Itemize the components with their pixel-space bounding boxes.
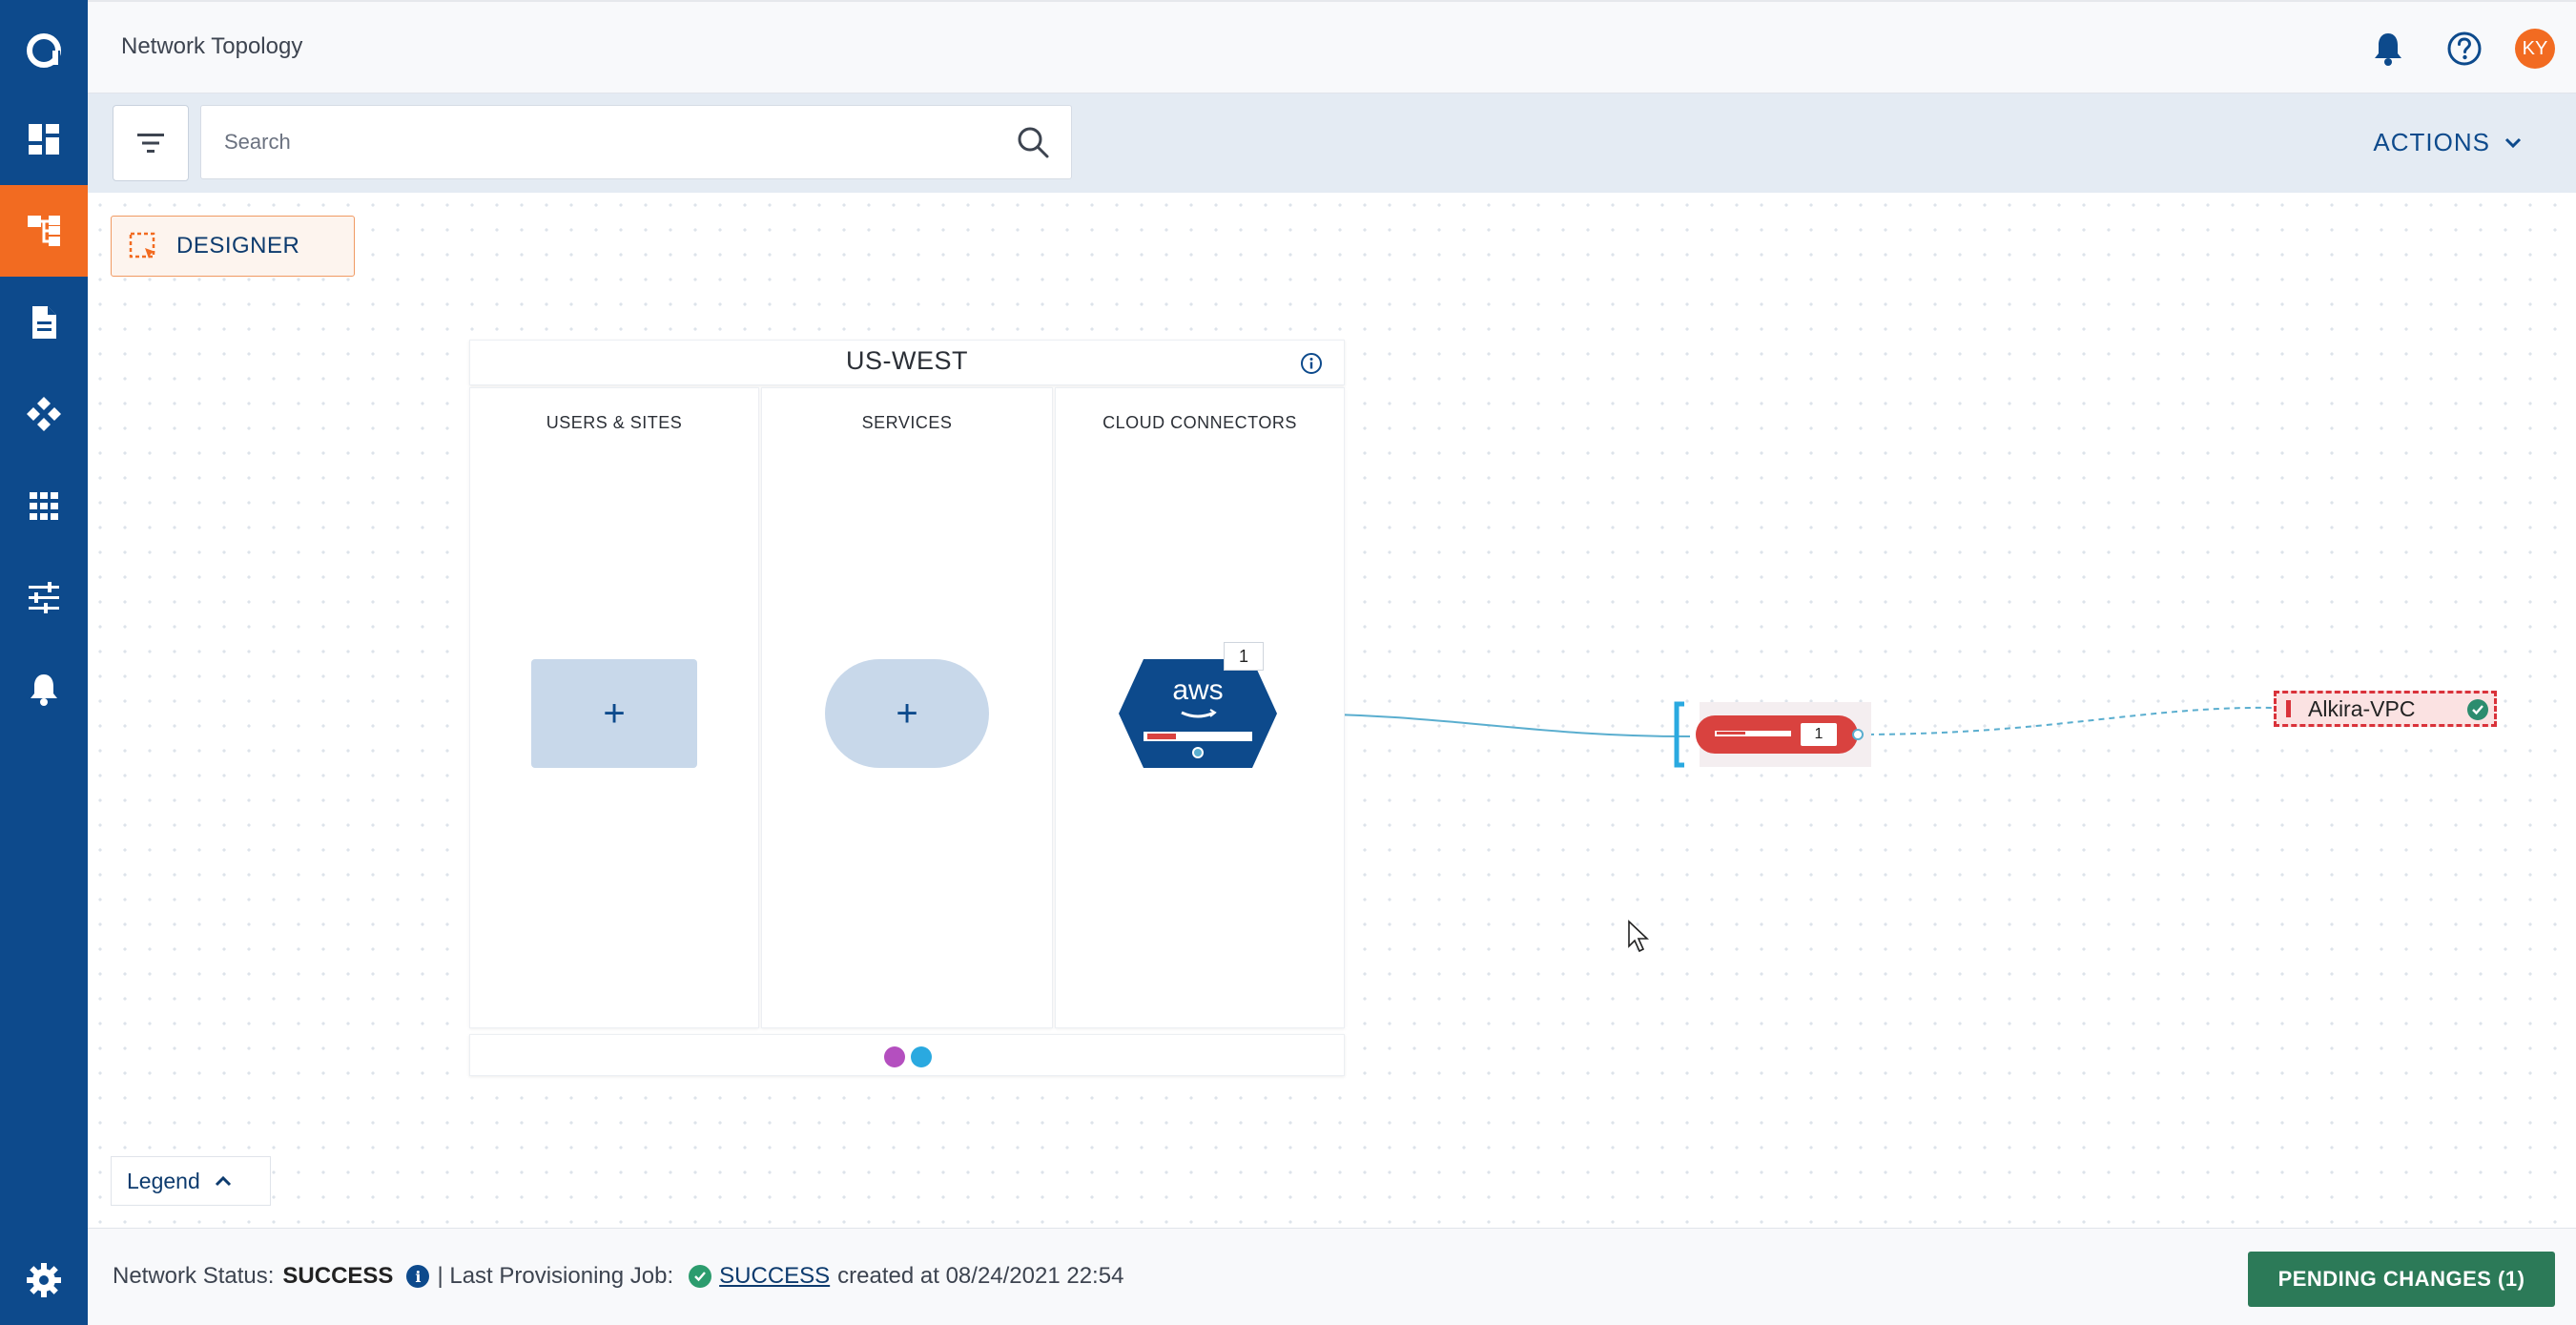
- column-cloud-connectors: CLOUD CONNECTORS aws 1: [1055, 387, 1345, 1028]
- chevron-down-icon: [2504, 137, 2522, 148]
- help-icon: [2447, 31, 2482, 66]
- pending-changes-button[interactable]: PENDING CHANGES (1): [2248, 1252, 2555, 1307]
- aws-logo: aws: [1172, 674, 1224, 706]
- designer-button[interactable]: DESIGNER: [111, 216, 355, 277]
- search-icon[interactable]: [1016, 125, 1050, 159]
- node-count-badge: 1: [1801, 723, 1837, 746]
- legend-toggle[interactable]: Legend: [111, 1156, 271, 1206]
- sidebar-item-apps[interactable]: [0, 460, 88, 551]
- last-job-label: | Last Provisioning Job:: [437, 1263, 674, 1289]
- search-input[interactable]: [201, 106, 1012, 178]
- notifications-button[interactable]: [2368, 29, 2408, 69]
- apps-grid-icon: [30, 492, 58, 520]
- region-header: US-WEST: [469, 340, 1345, 385]
- settings-gear-icon: [27, 1263, 61, 1297]
- sidebar-item-settings-sliders[interactable]: [0, 551, 88, 643]
- sidebar-item-documents[interactable]: [0, 277, 88, 368]
- aws-connector-node[interactable]: aws 1: [1117, 642, 1279, 770]
- mouse-cursor-icon: [1628, 920, 1650, 953]
- dashboard-icon: [29, 124, 59, 155]
- help-button[interactable]: [2444, 29, 2484, 69]
- region-title: US-WEST: [846, 346, 968, 375]
- status-line: Network Status: SUCCESS i | Last Provisi…: [113, 1263, 1123, 1290]
- segment-dot-blue[interactable]: [911, 1046, 932, 1067]
- filter-button[interactable]: [113, 105, 189, 181]
- vpc-tag[interactable]: Alkira-VPC: [2274, 691, 2497, 727]
- aws-count-badge: 1: [1224, 642, 1264, 671]
- sliders-icon: [29, 582, 59, 613]
- aws-hexagon-icon: [1119, 659, 1277, 768]
- last-job-link[interactable]: SUCCESS: [719, 1263, 831, 1289]
- region-footer: [469, 1034, 1345, 1076]
- column-services: SERVICES +: [761, 387, 1053, 1028]
- connector-node-shape: [1674, 701, 1871, 768]
- user-avatar[interactable]: KY: [2515, 29, 2555, 69]
- column-title: USERS & SITES: [546, 413, 683, 432]
- network-status-info-icon[interactable]: i: [406, 1265, 430, 1288]
- alkira-logo-icon: [27, 33, 61, 68]
- plus-icon: +: [603, 692, 626, 735]
- sidebar-item-services[interactable]: [0, 368, 88, 460]
- notification-bell-icon: [2375, 33, 2401, 66]
- chevron-up-icon: [215, 1175, 231, 1187]
- services-icon: [27, 397, 61, 431]
- sidebar: [0, 0, 88, 1325]
- topology-icon: [28, 216, 60, 246]
- sidebar-item-topology[interactable]: [0, 185, 88, 277]
- add-service-button[interactable]: +: [825, 659, 989, 768]
- column-title: CLOUD CONNECTORS: [1103, 413, 1297, 432]
- designer-selection-icon: [129, 232, 155, 259]
- document-icon: [32, 306, 56, 339]
- check-icon: [2467, 699, 2488, 720]
- legend-label: Legend: [127, 1168, 200, 1193]
- network-status-value: SUCCESS: [282, 1263, 394, 1289]
- sidebar-item-alerts[interactable]: [0, 643, 88, 735]
- segment-dot-purple[interactable]: [884, 1046, 905, 1067]
- vpc-marker: [2286, 700, 2291, 717]
- search-box: [200, 105, 1072, 179]
- column-users-sites: USERS & SITES +: [469, 387, 759, 1028]
- region-info-icon[interactable]: [1300, 352, 1323, 375]
- actions-label: ACTIONS: [2373, 128, 2490, 156]
- region-us-west: US-WEST USERS & SITES + SERVICES + CLOUD…: [469, 340, 1345, 1076]
- add-user-site-button[interactable]: +: [531, 659, 697, 768]
- plus-icon: +: [896, 692, 918, 735]
- top-header: Network Topology KY: [88, 0, 2576, 93]
- last-job-timestamp: created at 08/24/2021 22:54: [837, 1263, 1124, 1289]
- toolbar: ACTIONS: [88, 93, 2576, 193]
- status-bar: Network Status: SUCCESS i | Last Provisi…: [88, 1228, 2576, 1325]
- filter-icon: [137, 134, 164, 153]
- vpc-label: Alkira-VPC: [2308, 695, 2416, 721]
- success-check-icon: [689, 1265, 712, 1288]
- column-title: SERVICES: [861, 413, 953, 432]
- node-to-vpc-link: [1857, 706, 2275, 735]
- sidebar-item-dashboard[interactable]: [0, 93, 88, 185]
- page-title: Network Topology: [121, 33, 303, 59]
- connector-node[interactable]: 1: [1671, 698, 1873, 771]
- alerts-bell-icon: [31, 674, 57, 706]
- alkira-logo[interactable]: [0, 4, 88, 95]
- network-status-label: Network Status:: [113, 1263, 275, 1289]
- actions-dropdown[interactable]: ACTIONS: [2373, 128, 2523, 157]
- designer-label: DESIGNER: [176, 233, 300, 259]
- sidebar-item-settings[interactable]: [0, 1234, 88, 1325]
